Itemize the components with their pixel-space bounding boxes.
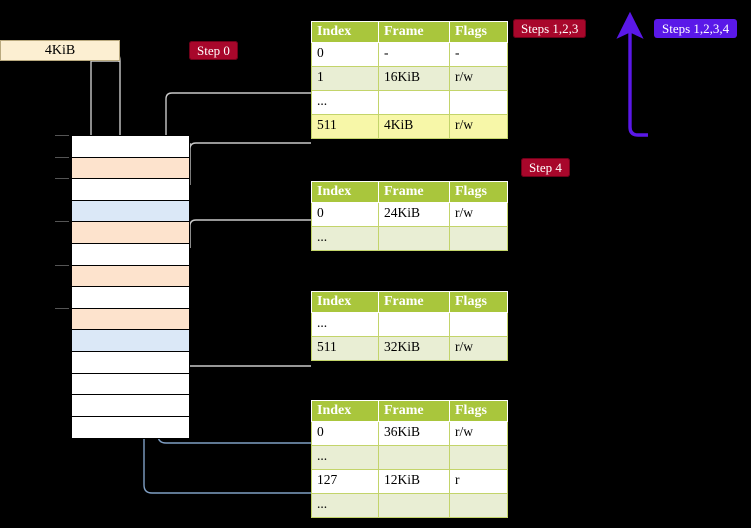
memory-frame-row [72,265,189,288]
column-header-flags: Flags [449,400,508,422]
badge-steps-123: Steps 1,2,3 [513,19,587,38]
cell-flags [449,493,508,518]
cell-index: ... [311,312,379,337]
memory-frame-row [72,179,189,201]
cell-frame: 16KiB [378,66,450,91]
badge-step-4: Step 4 [521,158,570,177]
column-header-frame: Frame [378,291,450,313]
column-header-index: Index [311,291,379,313]
memory-frame-row [72,395,189,417]
memory-frame-row [72,373,189,396]
table-row: ... [311,226,508,251]
memory-frame-row [72,200,189,223]
badge-step-0: Step 0 [189,41,238,60]
cell-flags [449,226,508,251]
cell-flags: r/w [449,202,508,227]
memory-scale-tick [55,178,69,180]
column-header-flags: Flags [449,21,508,43]
column-header-frame: Frame [378,181,450,203]
memory-scale-tick [55,264,69,266]
memory-frame-row [72,136,189,158]
cell-index: ... [311,445,379,470]
cell-frame [378,226,450,251]
cell-frame: 32KiB [378,336,450,361]
cell-flags: r [449,469,508,494]
memory-frame-row [72,222,189,244]
memory-scale-tick [55,307,69,309]
cell-frame: - [378,42,450,67]
cell-index: 1 [311,66,379,91]
memory-frame-row [72,416,189,439]
cell-flags [449,312,508,337]
physical-memory-column [71,135,190,440]
cell-frame: 12KiB [378,469,450,494]
column-header-index: Index [311,400,379,422]
cell-index: 511 [311,336,379,361]
cell-flags: r/w [449,421,508,446]
cell-index: 0 [311,42,379,67]
cell-flags: - [449,42,508,67]
cell-index: ... [311,493,379,518]
memory-frame-row [72,243,189,266]
cell-frame: 4KiB [378,114,450,139]
column-header-frame: Frame [378,21,450,43]
badge-steps-1234: Steps 1,2,3,4 [654,19,738,38]
cell-index: ... [311,226,379,251]
cell-index: 127 [311,469,379,494]
table-row: ... [311,493,508,518]
memory-frame-row [72,308,189,331]
cell-index: ... [311,90,379,115]
memory-frame-row [72,287,189,309]
table-row: ... [311,312,508,337]
cell-index: 511 [311,114,379,139]
memory-scale-tick [55,135,69,136]
cell-index: 0 [311,202,379,227]
table-row: 0-- [311,42,508,67]
cell-frame [378,493,450,518]
cell-frame: 24KiB [378,202,450,227]
cell-frame: 36KiB [378,421,450,446]
cell-flags [449,445,508,470]
cell-flags [449,90,508,115]
cell-flags: r/w [449,114,508,139]
cell-frame [378,90,450,115]
cell-flags: r/w [449,336,508,361]
table-row: ... [311,445,508,470]
column-header-flags: Flags [449,291,508,313]
table-row: ... [311,90,508,115]
memory-frame-row [72,330,189,352]
column-header-index: Index [311,181,379,203]
memory-frame-row [72,157,189,180]
memory-scale-tick [55,156,69,158]
memory-frame-row [72,351,189,374]
cell-flags: r/w [449,66,508,91]
column-header-index: Index [311,21,379,43]
cell-index: 0 [311,421,379,446]
column-header-frame: Frame [378,400,450,422]
cell-frame [378,445,450,470]
cell-frame [378,312,450,337]
column-header-flags: Flags [449,181,508,203]
memory-scale-tick [55,221,69,223]
source-frame-box: 4KiB [0,40,120,61]
